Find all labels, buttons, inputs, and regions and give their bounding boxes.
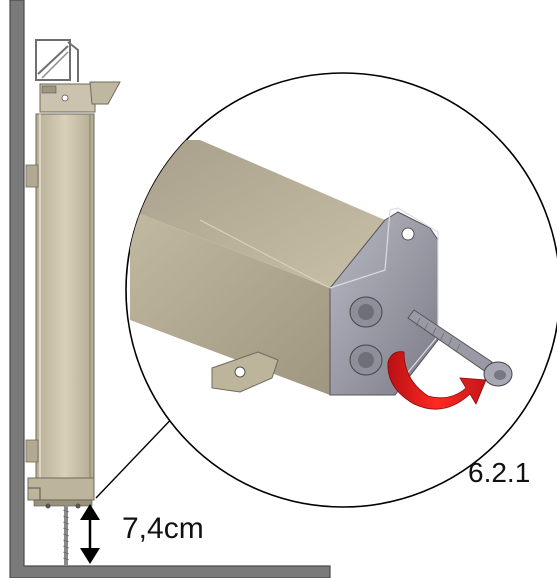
dimension-label: 7,4cm xyxy=(122,512,204,545)
leader-line xyxy=(95,409,181,499)
curved-arrow-icon xyxy=(387,351,487,410)
wall-and-floor xyxy=(9,0,331,578)
step-number: 6.2.1 xyxy=(468,457,531,488)
dimension-arrow xyxy=(80,504,100,564)
detail-circle xyxy=(125,72,557,508)
column-unit xyxy=(25,39,121,566)
